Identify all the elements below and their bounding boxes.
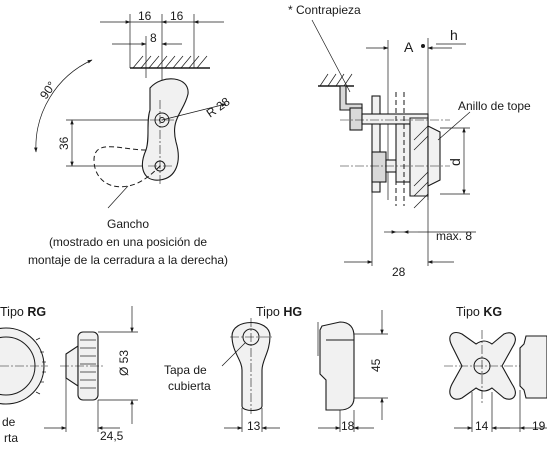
tipo-kg-code: KG: [483, 305, 502, 319]
gancho-label: Gancho: [107, 217, 149, 231]
tipo-kg: Tipo KG 14 19: [444, 305, 547, 433]
dim-18: 18: [341, 419, 355, 433]
dim-28: 28: [392, 265, 406, 279]
dim-19: 19: [532, 419, 546, 433]
dim-14: 14: [475, 419, 489, 433]
dim-24-5: 24,5: [100, 429, 124, 443]
dim-45: 45: [369, 358, 383, 372]
lock-side-view: * Contrapieza A h: [288, 3, 531, 279]
tapa-cut-line2: rta: [4, 431, 18, 445]
tipo-kg-prefix: Tipo: [456, 305, 483, 319]
tapa-de-cubierta-line1: Tapa de: [164, 363, 207, 377]
dim-A: A: [404, 39, 414, 55]
dim-16-left: 16: [138, 9, 152, 23]
dim-8: 8: [150, 31, 157, 45]
dim-90-deg: 90°: [37, 79, 59, 102]
dim-max8: max. 8: [436, 229, 472, 243]
dim-dia-53: Ø 53: [117, 350, 131, 376]
dim-16-right: 16: [170, 9, 184, 23]
dim-r28: R 28: [204, 94, 233, 120]
gancho-desc-line1: (mostrado en una posición de: [49, 235, 207, 249]
dim-h: h: [450, 27, 458, 43]
tipo-rg-title: Tipo RG: [0, 305, 46, 319]
hook-front-view: 16 16 8 90° 36 R 28 Gancho (mostrado en …: [28, 9, 233, 267]
anillo-de-tope-label: Anillo de tope: [458, 99, 531, 113]
dim-36: 36: [57, 136, 71, 150]
tipo-rg-prefix: Tipo: [0, 305, 27, 319]
tapa-cut-line1: de: [2, 415, 16, 429]
gancho-desc-line2: montaje de la cerradura a la derecha): [28, 253, 228, 267]
tipo-kg-title: Tipo KG: [456, 305, 502, 319]
tipo-hg-prefix: Tipo: [256, 305, 283, 319]
tipo-rg: Tipo RG de rta 24,5 Ø 53: [0, 305, 138, 445]
tapa-de-cubierta-line2: cubierta: [168, 379, 211, 393]
tipo-hg-code: HG: [283, 305, 302, 319]
tipo-hg-title: Tipo HG: [256, 305, 302, 319]
tipo-hg: Tipo HG Tapa de cubierta 13 18 45: [164, 305, 388, 433]
dim-13: 13: [247, 419, 261, 433]
tipo-rg-code: RG: [27, 305, 46, 319]
dim-d: d: [447, 158, 463, 166]
contrapieza-label: * Contrapieza: [288, 3, 361, 17]
